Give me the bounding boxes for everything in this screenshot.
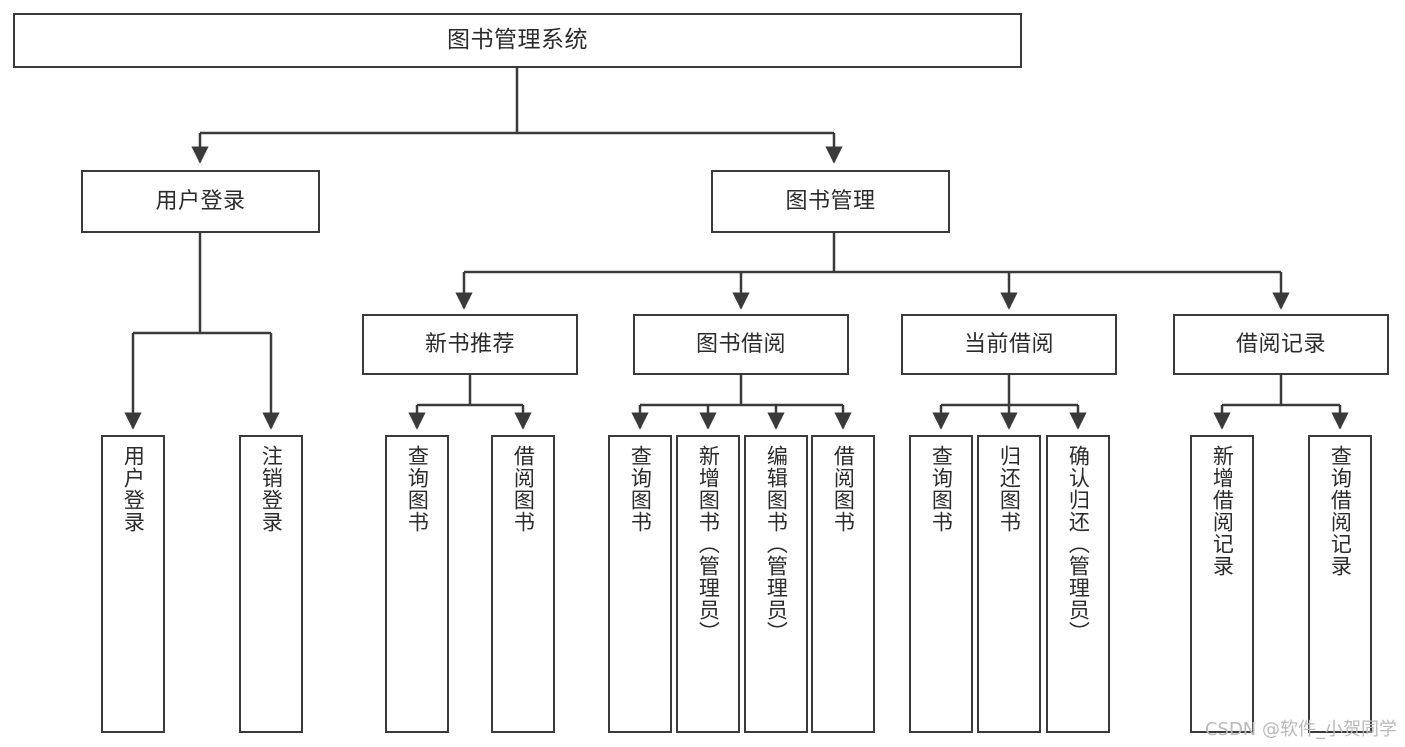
node-user-login[interactable]: 用户登录 [81,170,320,233]
leaf-confirm-return-admin[interactable]: 确认归还（管理员） [1046,435,1110,733]
node-label: 借阅记录 [1235,331,1326,357]
leaf-user-logout[interactable]: 注销登录 [239,435,303,733]
node-label: 注销登录 [259,445,284,533]
node-label: 新书推荐 [424,331,515,357]
leaf-add-borrow-record[interactable]: 新增借阅记录 [1190,435,1254,733]
node-label: 图书管理系统 [447,26,588,53]
node-new-book-recommend[interactable]: 新书推荐 [362,314,578,375]
node-label: 借阅图书 [511,445,536,533]
node-label: 查询图书 [628,445,653,533]
node-label: 新增图书（管理员） [696,445,721,643]
leaf-edit-book-admin[interactable]: 编辑图书（管理员） [744,435,808,733]
node-label: 确认归还（管理员） [1066,445,1091,643]
node-label: 新增借阅记录 [1210,445,1235,577]
leaf-add-book-admin[interactable]: 新增图书（管理员） [676,435,740,733]
node-label: 查询图书 [405,445,430,533]
node-label: 图书管理 [785,188,876,214]
leaf-user-login[interactable]: 用户登录 [101,435,165,733]
leaf-borrow-book[interactable]: 借阅图书 [811,435,875,733]
node-label: 查询借阅记录 [1328,445,1353,577]
leaf-query-book-current[interactable]: 查询图书 [909,435,973,733]
csdn-watermark: CSDN @软件_小贺同学 [1204,719,1397,740]
node-label: 图书借阅 [695,331,786,357]
node-current-borrow[interactable]: 当前借阅 [901,314,1117,375]
node-label: 借阅图书 [831,445,856,533]
node-book-borrow[interactable]: 图书借阅 [633,314,849,375]
leaf-query-book-borrow[interactable]: 查询图书 [608,435,672,733]
node-label: 用户登录 [121,445,146,533]
node-label: 查询图书 [929,445,954,533]
leaf-borrow-book-new-rec[interactable]: 借阅图书 [491,435,555,733]
node-label: 归还图书 [997,445,1022,533]
node-book-management[interactable]: 图书管理 [711,170,950,233]
node-label: 编辑图书（管理员） [764,445,789,643]
node-label: 用户登录 [155,188,246,214]
node-root-book-management-system[interactable]: 图书管理系统 [13,13,1022,68]
node-label: 当前借阅 [963,331,1054,357]
node-borrow-record[interactable]: 借阅记录 [1173,314,1389,375]
leaf-return-book[interactable]: 归还图书 [977,435,1041,733]
leaf-query-borrow-record[interactable]: 查询借阅记录 [1308,435,1372,733]
leaf-query-book-new-rec[interactable]: 查询图书 [385,435,449,733]
